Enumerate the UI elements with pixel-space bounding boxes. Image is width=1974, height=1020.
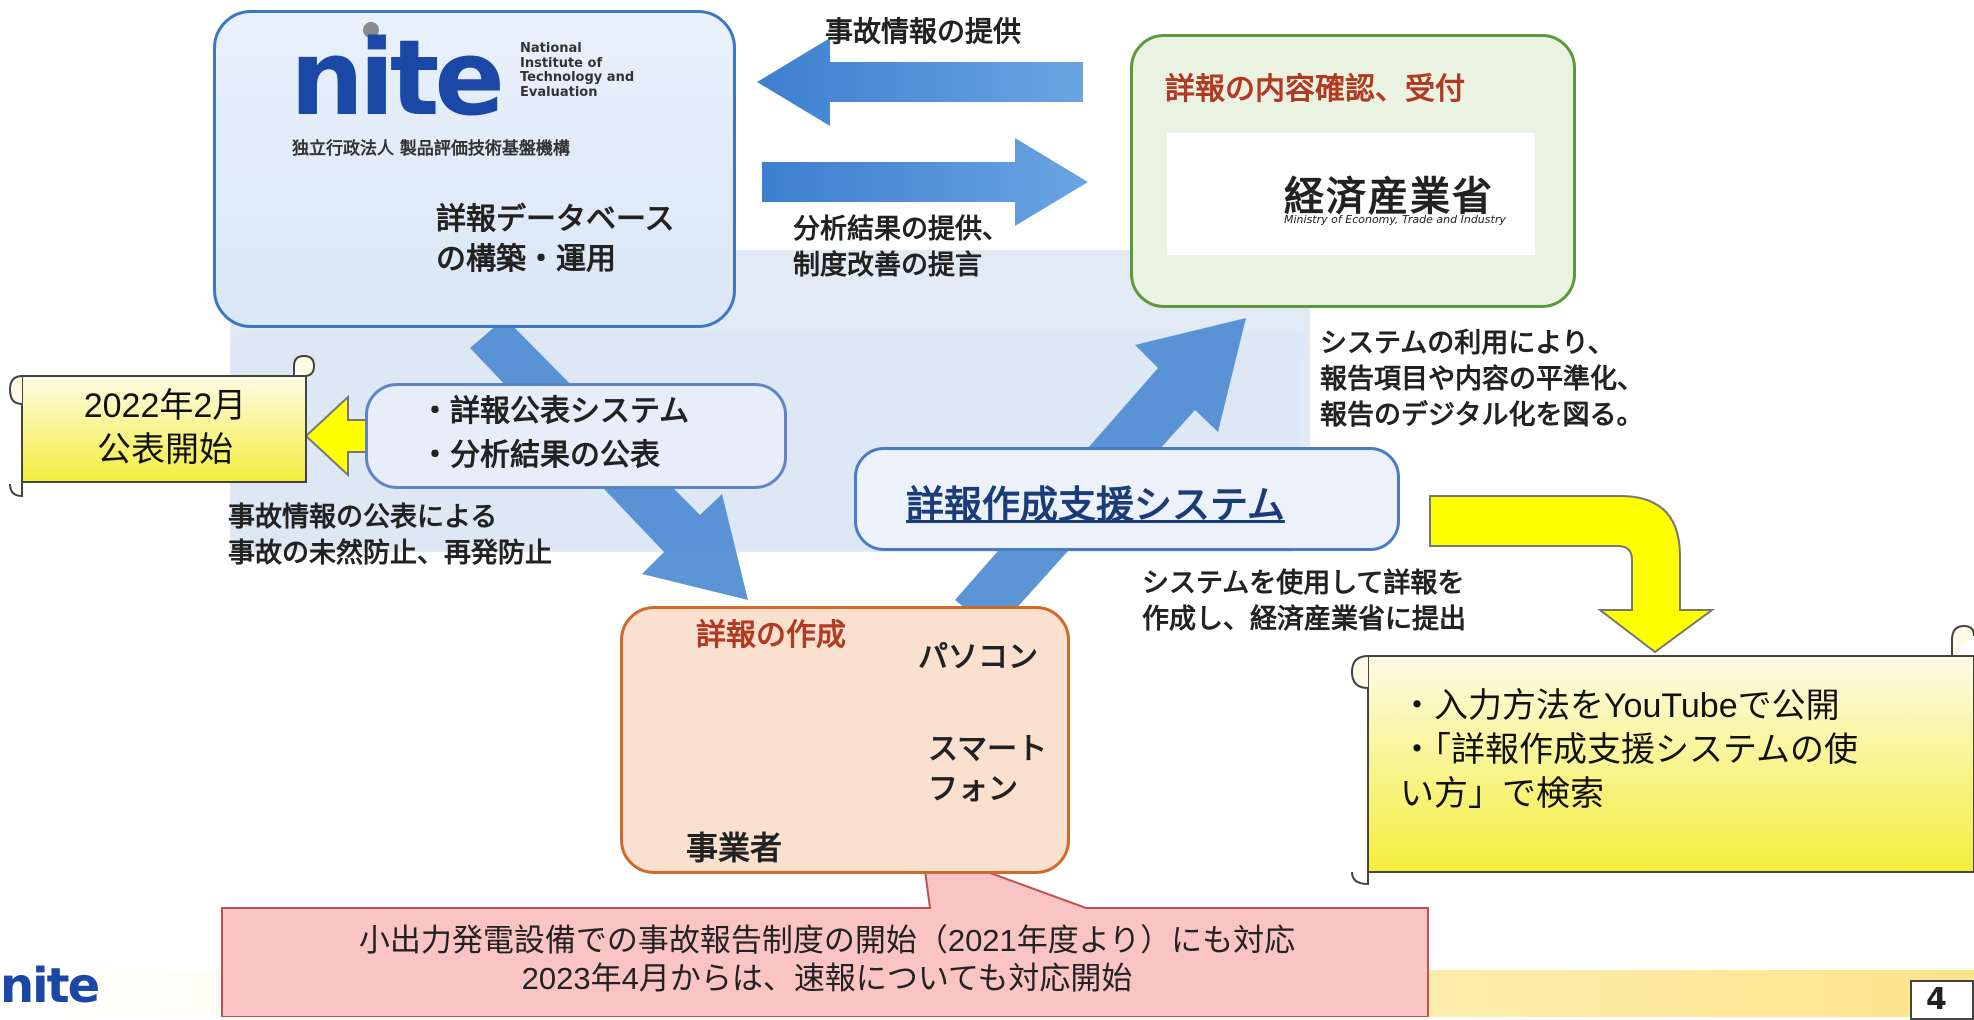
publication-panel <box>365 383 787 489</box>
scroll-left-text: 2022年2月 公表開始 <box>30 384 300 472</box>
scroll-line: 公表開始 <box>97 431 233 469</box>
scroll-right-text: ・入力方法をYouTubeで公開 ・「詳報作成支援システムの使 い方」で検索 <box>1400 684 1960 816</box>
database-label-line: 詳報データベース <box>436 202 675 237</box>
publication-item: ・分析結果の公表 <box>420 438 660 473</box>
nite-logo: nite <box>290 17 505 139</box>
public-effect-label: 事故情報の公表による 事故の未然防止、再発防止 <box>228 500 552 572</box>
meti-name-english: Ministry of Economy, Trade and Industry <box>1284 213 1506 226</box>
label-line: 制度改善の提言 <box>793 250 982 281</box>
note-line: システムの利用により、 <box>1320 328 1615 359</box>
note-line: 報告項目や内容の平準化、 <box>1320 364 1644 395</box>
database-label: 詳報データベース の構築・運用 <box>436 200 726 280</box>
label-analysis-results: 分析結果の提供、 制度改善の提言 <box>793 212 1009 284</box>
note-line: 小出力発電設備での事故報告制度の開始（2021年度より）にも対応 <box>358 923 1296 958</box>
arrow-analysis-results <box>762 138 1088 226</box>
support-system-panel <box>854 447 1400 551</box>
pc-label: パソコン <box>918 640 1038 675</box>
publication-items: ・詳報公表システム ・分析結果の公表 <box>420 390 689 478</box>
bottom-note: 小出力発電設備での事故報告制度の開始（2021年度より）にも対応 2023年4月… <box>232 922 1422 998</box>
arrow-to-youtube-note <box>1429 495 1716 654</box>
business-title: 詳報の作成 <box>696 618 846 653</box>
label-line: 事故情報の公表による <box>228 502 498 533</box>
support-system-label: 詳報作成支援システム <box>906 483 1285 527</box>
nite-eng-line: National <box>520 41 582 56</box>
nite-org-name: 独立行政法人 製品評価技術基盤機構 <box>292 139 570 159</box>
meti-name: 経済産業省 <box>1284 174 1494 220</box>
database-label-line: の構築・運用 <box>436 242 616 277</box>
label-line: スマート <box>928 732 1048 767</box>
system-usage-note: システムの利用により、 報告項目や内容の平準化、 報告のデジタル化を図る。 <box>1320 326 1644 434</box>
nite-panel <box>213 10 736 328</box>
business-person-label: 事業者 <box>686 829 783 867</box>
page-number: 4 <box>1910 980 1974 1020</box>
scroll-line: 2022年2月 <box>83 387 247 425</box>
meti-logo-area <box>1167 133 1535 255</box>
label-line: 分析結果の提供、 <box>793 214 1009 245</box>
publication-item: ・詳報公表システム <box>420 394 690 429</box>
nite-eng-line: Technology and <box>520 70 635 85</box>
scroll-right <box>1350 624 1974 886</box>
note-line: 報告のデジタル化を図る。 <box>1320 400 1644 431</box>
arrow-accident-info <box>757 38 1083 126</box>
label-line: 事故の未然防止、再発防止 <box>228 538 552 569</box>
scroll-line: ・「詳報作成支援システムの使 <box>1400 731 1858 769</box>
nite-logo-english: National Institute of Technology and Eva… <box>520 41 660 100</box>
label-accident-info: 事故情報の提供 <box>825 15 1022 48</box>
label-line: システムを使用して詳報を <box>1142 568 1465 599</box>
nite-logo-dot <box>363 22 379 38</box>
note-line: 2023年4月からは、速報についても対応開始 <box>521 961 1133 996</box>
submit-note: システムを使用して詳報を 作成し、経済産業省に提出 <box>1142 566 1466 638</box>
scroll-line: い方」で検索 <box>1400 775 1604 813</box>
scroll-line: ・入力方法をYouTubeで公開 <box>1400 687 1840 725</box>
label-line: 作成し、経済産業省に提出 <box>1142 604 1466 635</box>
footer-nite-logo: nite <box>0 958 100 1014</box>
note-callout <box>221 846 1429 1017</box>
business-panel <box>620 606 1070 874</box>
scroll-left <box>8 354 316 498</box>
meti-title: 詳報の内容確認、受付 <box>1165 72 1465 107</box>
nite-eng-line: Evaluation <box>520 84 598 100</box>
label-line: フォン <box>928 772 1018 807</box>
nite-eng-line: Institute of <box>520 55 603 71</box>
smartphone-label: スマート フォン <box>928 730 1047 810</box>
